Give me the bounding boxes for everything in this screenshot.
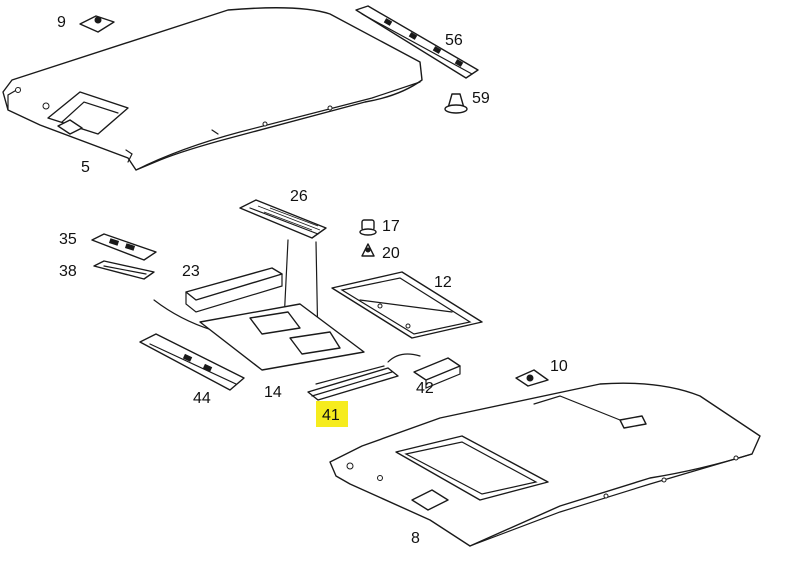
fastener-part-17	[359, 219, 377, 236]
frame-part-12	[331, 271, 483, 339]
rail-part-56	[355, 5, 479, 79]
label-part-41[interactable]: 41	[322, 407, 340, 424]
label-part-42: 42	[416, 380, 434, 397]
lamp-part-42	[387, 353, 461, 389]
lamp-part-38	[93, 260, 155, 280]
label-part-56: 56	[445, 32, 463, 49]
label-part-9: 9	[57, 14, 66, 31]
panel-part-14	[153, 299, 365, 371]
trim-part-44	[139, 333, 245, 391]
headliner-lower-part	[329, 382, 761, 547]
label-part-5: 5	[81, 159, 90, 176]
label-part-23: 23	[182, 263, 200, 280]
lamp-part-35	[91, 233, 157, 261]
label-part-38: 38	[59, 263, 77, 280]
highlight-marker	[316, 401, 348, 427]
label-part-8: 8	[411, 530, 420, 547]
clip-part-9	[79, 15, 115, 33]
label-part-10: 10	[550, 358, 568, 375]
label-part-14: 14	[264, 384, 282, 401]
label-part-12: 12	[434, 274, 452, 291]
label-part-35: 35	[59, 231, 77, 248]
label-part-20: 20	[382, 245, 400, 262]
clip-part-10	[515, 369, 549, 387]
label-part-17: 17	[382, 218, 400, 235]
headliner-upper-part	[2, 7, 423, 171]
label-part-59: 59	[472, 90, 490, 107]
strip-part-41	[307, 365, 399, 401]
fastener-part-59	[444, 93, 468, 114]
label-part-26: 26	[290, 188, 308, 205]
bar-part-23	[185, 267, 283, 313]
label-part-44: 44	[193, 390, 211, 407]
fastener-part-20	[361, 243, 375, 257]
